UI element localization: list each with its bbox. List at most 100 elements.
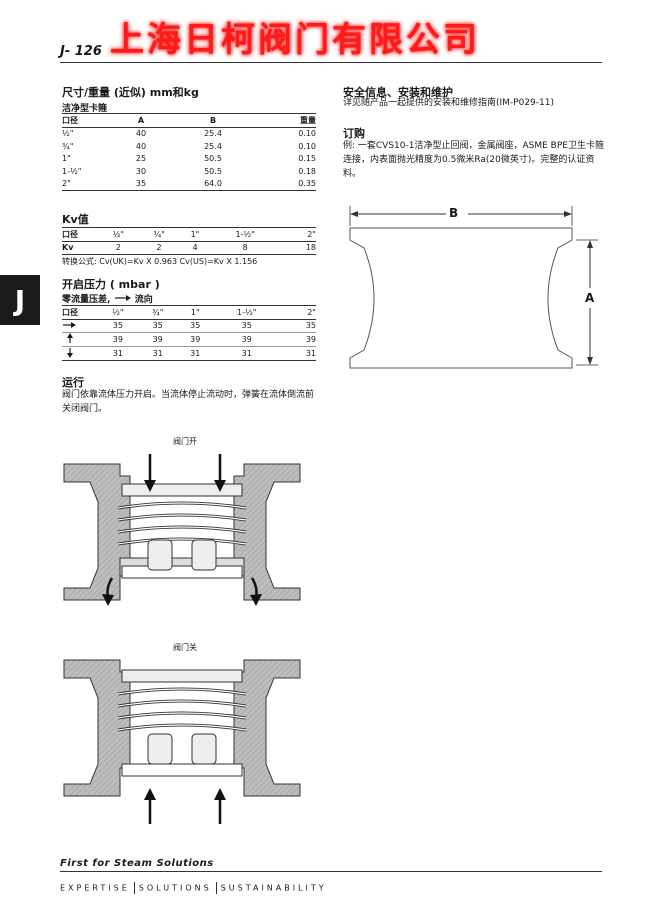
table-cell: Kv — [62, 241, 98, 255]
subtitle-text: 流向 — [134, 295, 153, 305]
horizontal-flow-icon — [62, 319, 98, 333]
dimensions-title: 尺寸/重量 (近似) mm和kg — [62, 86, 199, 99]
table-cell: 35 — [241, 321, 252, 331]
table-cell: 0.10 — [298, 129, 316, 139]
table-cell: 1-½" — [62, 166, 82, 176]
table-row: ¾" 40 25.4 0.10 — [62, 140, 316, 153]
column-header: 2" — [280, 305, 316, 320]
column-header: 1" — [177, 305, 213, 320]
table-cell: 31 — [177, 346, 213, 361]
table-cell: 35 — [112, 321, 123, 331]
dimensions-subtitle: 洁净型卡箍 — [62, 104, 108, 114]
column-header: B — [174, 113, 252, 128]
table-cell: 64.0 — [174, 177, 252, 191]
table-cell: 31 — [280, 346, 316, 361]
downward-flow-icon — [62, 346, 98, 361]
footer-rule — [60, 871, 602, 872]
safety-text: 详见随产品一起提供的安装和维修指南(IM-P029-11) — [343, 98, 554, 108]
kv-formula: 转换公式: Cv(UK)=Kv X 0.963 Cv(US)=Kv X 1.15… — [62, 257, 258, 266]
table-cell: 39 — [152, 335, 163, 344]
column-header: ½" — [98, 227, 139, 242]
operation-text: 阀门依靠流体压力开启。当流体停止流动时，弹簧在流体倒流前关闭阀门。 — [62, 390, 315, 414]
column-header: 1" — [179, 227, 211, 242]
table-cell: 18 — [279, 241, 316, 255]
table-cell: 0.15 — [298, 154, 316, 164]
table-row: 39 39 39 39 39 — [62, 333, 316, 347]
table-cell: 25 — [135, 154, 147, 164]
column-header: 口径 — [62, 305, 98, 320]
dimension-label-b: B — [449, 206, 459, 220]
table-cell: 39 — [190, 335, 201, 344]
valve-closed-drawing — [63, 659, 301, 824]
operation-title: 运行 — [62, 376, 84, 389]
table-cell: 50.5 — [204, 154, 222, 164]
table-cell: 31 — [98, 346, 138, 361]
table-cell: 39 — [241, 335, 252, 344]
column-header: ¾" — [137, 305, 178, 320]
table-cell: 40 — [135, 129, 147, 139]
table-cell: 0.10 — [298, 141, 316, 151]
table-cell: 0.35 — [252, 177, 316, 191]
footer-word: SUSTAINABILITY — [220, 883, 327, 893]
table-cell: 50.5 — [204, 166, 222, 176]
table-cell: 39 — [305, 335, 316, 344]
table-row: 35 35 35 35 35 — [62, 319, 316, 333]
table-cell: 2 — [98, 241, 139, 255]
dimensions-table: 口径 A B 重量 ½" 40 25.4 0.10 ¾" 40 25.4 0.1… — [62, 113, 316, 191]
column-header: 1-½" — [210, 227, 280, 242]
table-row: 1" 25 50.5 0.15 — [62, 153, 316, 166]
valve-open-drawing — [63, 454, 301, 606]
column-header: A — [108, 113, 174, 128]
table-row: ½" 40 25.4 0.10 — [62, 127, 316, 140]
table-cell: 35 — [190, 321, 201, 331]
footer-word: EXPERTISE — [60, 883, 130, 893]
table-cell: 35 — [108, 177, 174, 191]
table-row: 1-½" 30 50.5 0.18 — [62, 165, 316, 178]
table-row: 31 31 31 31 31 — [62, 346, 316, 361]
opening-pressure-table: 口径 ½" ¾" 1" 1-½" 2" 35 35 35 35 35 39 39… — [62, 305, 316, 361]
safety-title: 安全信息、安装和维护 — [343, 86, 453, 99]
valve-open-label: 阀门开 — [173, 437, 197, 446]
table-cell: 39 — [112, 335, 123, 344]
footer-word: SOLUTIONS — [138, 883, 212, 893]
footer-separator — [133, 882, 135, 894]
column-header: 重量 — [252, 113, 316, 128]
table-cell: 0.18 — [298, 166, 316, 176]
table-cell: 1" — [62, 154, 71, 164]
table-cell: ½" — [62, 129, 74, 139]
table-cell: 25.4 — [204, 129, 222, 139]
upward-flow-icon — [62, 333, 98, 347]
column-header: 1-½" — [212, 305, 281, 320]
ordering-text: 例: 一套CVS10-1洁净型止回阀，金属阀座，ASME BPE卫生卡箍连接，内… — [343, 141, 604, 179]
table-cell: 30 — [135, 166, 147, 176]
table-cell: 35 — [152, 321, 163, 331]
footer-tagline: First for Steam Solutions — [60, 858, 214, 869]
table-row: 2" 35 64.0 0.35 — [62, 177, 316, 191]
column-header: 口径 — [62, 227, 98, 242]
valve-closed-label: 阀门关 — [173, 643, 197, 652]
kv-title: Kv值 — [62, 213, 89, 226]
page-number: J- 126 — [60, 44, 102, 59]
column-header: 口径 — [62, 113, 108, 128]
footer-values: EXPERTISE SOLUTIONS SUSTAINABILITY — [60, 882, 327, 894]
dimension-drawing — [349, 206, 598, 369]
opening-pressure-subtitle: 零流量压差, 流向 — [62, 292, 153, 305]
table-cell: 2 — [138, 241, 180, 255]
header-rule — [60, 62, 602, 63]
company-watermark: 上海日柯阀门有限公司 — [110, 20, 480, 60]
column-header: ¾" — [138, 227, 180, 242]
section-tab: J — [0, 275, 40, 325]
table-cell: 8 — [210, 241, 280, 255]
flow-arrow-icon — [114, 294, 132, 305]
table-cell: ¾" — [62, 141, 74, 151]
table-cell: 40 — [135, 141, 147, 151]
table-header-row: 口径 ½" ¾" 1" 1-½" 2" — [62, 305, 316, 320]
opening-pressure-title: 开启压力 ( mbar ) — [62, 278, 160, 291]
table-cell: 31 — [137, 346, 178, 361]
table-cell: 4 — [179, 241, 211, 255]
table-cell: 35 — [305, 321, 316, 331]
table-row: Kv 2 2 4 8 18 — [62, 241, 316, 255]
ordering-title: 订购 — [343, 127, 365, 140]
table-cell: 25.4 — [204, 141, 222, 151]
column-header: 2" — [279, 227, 316, 242]
